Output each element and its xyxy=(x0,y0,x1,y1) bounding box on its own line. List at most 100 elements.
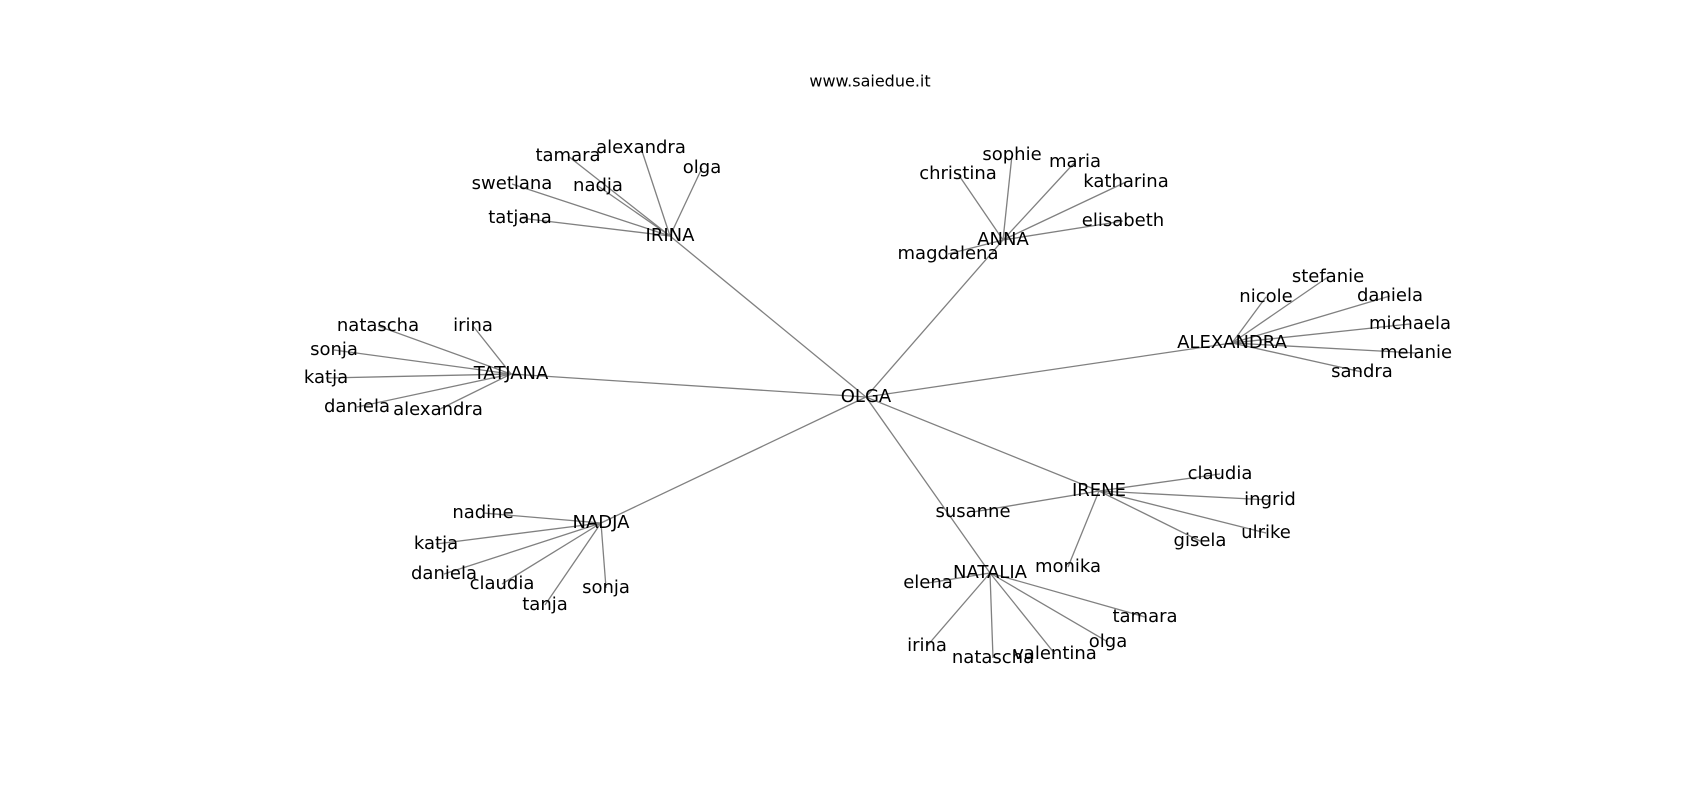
node-leaf-alexandra-nicole: nicole xyxy=(1239,286,1292,307)
edge-center-to-natalia xyxy=(865,396,991,574)
node-leaf-nadja-claudia: claudia xyxy=(470,573,535,594)
node-hub-nadja: NADJA xyxy=(573,512,631,533)
node-leaf-nadja-nadine: nadine xyxy=(452,502,513,523)
node-leaf-alexandra-stefanie: stefanie xyxy=(1292,266,1364,287)
edge-alexandra-to-sandra-5 xyxy=(1231,342,1363,373)
node-leaf-irene-susanne: susanne xyxy=(935,501,1010,522)
node-leaf-alexandra-daniela: daniela xyxy=(1357,285,1423,306)
edge-irene-to-claudia-0 xyxy=(1098,473,1221,492)
node-leaf-natalia-elena: elena xyxy=(903,572,953,593)
edge-alexandra-to-daniela-2 xyxy=(1231,295,1391,344)
edge-nadja-to-sonja-5 xyxy=(600,522,607,589)
edge-tatjana-to-katja-3 xyxy=(325,373,512,379)
edge-tatjana-to-natascha-0 xyxy=(377,325,512,375)
node-center-olga: OLGA xyxy=(841,386,892,407)
node-leaf-alexandra-michaela: michaela xyxy=(1369,313,1451,334)
edges-layer xyxy=(325,147,1417,659)
node-leaf-irene-gisela: gisela xyxy=(1174,530,1227,551)
node-leaf-anna-christina: christina xyxy=(919,163,997,184)
node-leaf-irina-tamara: tamara xyxy=(535,145,600,166)
edge-tatjana-to-sonja-2 xyxy=(333,349,512,375)
edge-natalia-to-tamara-5 xyxy=(989,572,1146,618)
edge-tatjana-to-daniela-4 xyxy=(356,373,512,408)
node-leaf-alexandra-melanie: melanie xyxy=(1380,342,1452,363)
node-leaf-tatjana-daniela: daniela xyxy=(324,396,390,417)
node-leaf-irina-alexandra: alexandra xyxy=(596,137,686,158)
edge-center-to-alexandra xyxy=(865,342,1233,398)
edge-irina-to-tamara-0 xyxy=(567,155,671,237)
labels-layer: OLGAIRINAtamaraalexandraolganadjaswetlan… xyxy=(304,137,1452,668)
edge-irina-to-alexandra-1 xyxy=(640,147,671,237)
node-leaf-irina-olga: olga xyxy=(683,157,721,178)
edge-nadja-to-claudia-3 xyxy=(501,522,602,585)
node-leaf-irene-claudia: claudia xyxy=(1188,463,1253,484)
node-leaf-tatjana-irina: irina xyxy=(453,315,493,336)
edge-nadja-to-daniela-2 xyxy=(443,522,602,575)
node-leaf-tatjana-sonja: sonja xyxy=(310,339,358,360)
edge-natalia-to-olga-4 xyxy=(989,572,1109,643)
node-hub-natalia: NATALIA xyxy=(953,562,1028,583)
node-leaf-natalia-tamara: tamara xyxy=(1112,606,1177,627)
edge-alexandra-to-nicole-0 xyxy=(1231,296,1267,344)
node-leaf-irene-monika: monika xyxy=(1035,556,1101,577)
node-leaf-natalia-valentina: valentina xyxy=(1013,643,1097,664)
node-leaf-anna-sophie: sophie xyxy=(982,144,1041,165)
node-leaf-irina-tatjana: tatjana xyxy=(488,207,552,228)
node-leaf-anna-elisabeth: elisabeth xyxy=(1082,210,1164,231)
edge-anna-to-maria-2 xyxy=(1002,161,1076,241)
node-hub-irene: IRENE xyxy=(1072,480,1126,501)
edge-natalia-to-natascha-2 xyxy=(989,572,994,659)
edge-irene-to-ingrid-1 xyxy=(1098,490,1271,501)
edge-alexandra-to-stefanie-1 xyxy=(1231,276,1329,344)
edge-irina-to-nadja-3 xyxy=(597,185,671,237)
node-hub-alexandra: ALEXANDRA xyxy=(1177,332,1287,353)
edge-natalia-to-elena-0 xyxy=(927,572,991,584)
edge-alexandra-to-michaela-3 xyxy=(1231,323,1411,344)
edge-irene-to-ulrike-2 xyxy=(1098,490,1267,534)
edge-nadja-to-katja-1 xyxy=(435,522,602,545)
edge-center-to-irene xyxy=(865,396,1100,492)
edge-center-to-tatjana xyxy=(510,373,867,398)
node-leaf-natalia-olga: olga xyxy=(1089,631,1127,652)
edge-anna-to-katharina-3 xyxy=(1002,181,1127,241)
edge-nadja-to-nadine-0 xyxy=(482,512,602,524)
node-leaf-tatjana-alexandra: alexandra xyxy=(393,399,483,420)
edge-anna-to-christina-0 xyxy=(957,173,1004,241)
node-leaf-anna-katharina: katharina xyxy=(1083,171,1168,192)
edge-center-to-anna xyxy=(865,239,1004,398)
node-leaf-nadja-sonja: sonja xyxy=(582,577,630,598)
edge-tatjana-to-alexandra-5 xyxy=(437,373,512,411)
edge-nadja-to-tanja-4 xyxy=(544,522,602,606)
edge-irina-to-olga-2 xyxy=(669,167,703,237)
node-leaf-irina-nadja: nadja xyxy=(573,175,623,196)
node-hub-tatjana: TATJANA xyxy=(473,363,549,384)
node-leaf-alexandra-sandra: sandra xyxy=(1331,361,1393,382)
edge-natalia-to-valentina-3 xyxy=(989,572,1056,655)
node-leaf-tatjana-natascha: natascha xyxy=(337,315,419,336)
edge-irene-to-susanne-5 xyxy=(972,490,1100,513)
edge-natalia-to-irina-1 xyxy=(926,572,991,647)
node-leaf-nadja-katja: katja xyxy=(414,533,458,554)
node-leaf-nadja-tanja: tanja xyxy=(522,594,568,615)
node-leaf-irene-ingrid: ingrid xyxy=(1244,489,1296,510)
edge-anna-to-sophie-1 xyxy=(1002,154,1013,241)
node-leaf-natalia-natascha: natascha xyxy=(952,647,1034,668)
node-leaf-anna-magdalena: magdalena xyxy=(898,243,999,264)
node-leaf-nadja-daniela: daniela xyxy=(411,563,477,584)
edge-anna-to-magdalena-5 xyxy=(947,239,1004,255)
edge-irene-to-monika-4 xyxy=(1067,490,1100,568)
page-title: www.saiedue.it xyxy=(809,72,930,91)
node-hub-anna: ANNA xyxy=(977,229,1029,250)
edge-center-to-nadja xyxy=(600,396,867,524)
edge-irina-to-tatjana-5 xyxy=(519,217,671,237)
node-leaf-irene-ulrike: ulrike xyxy=(1241,522,1291,543)
node-leaf-tatjana-katja: katja xyxy=(304,367,348,388)
edge-irene-to-gisela-3 xyxy=(1098,490,1201,542)
node-hub-irina: IRINA xyxy=(646,225,696,246)
edge-center-to-irina xyxy=(669,235,867,398)
edge-tatjana-to-irina-1 xyxy=(472,325,512,375)
node-leaf-anna-maria: maria xyxy=(1049,151,1101,172)
edge-anna-to-elisabeth-4 xyxy=(1002,220,1124,241)
edge-irina-to-swetlana-4 xyxy=(511,183,671,237)
